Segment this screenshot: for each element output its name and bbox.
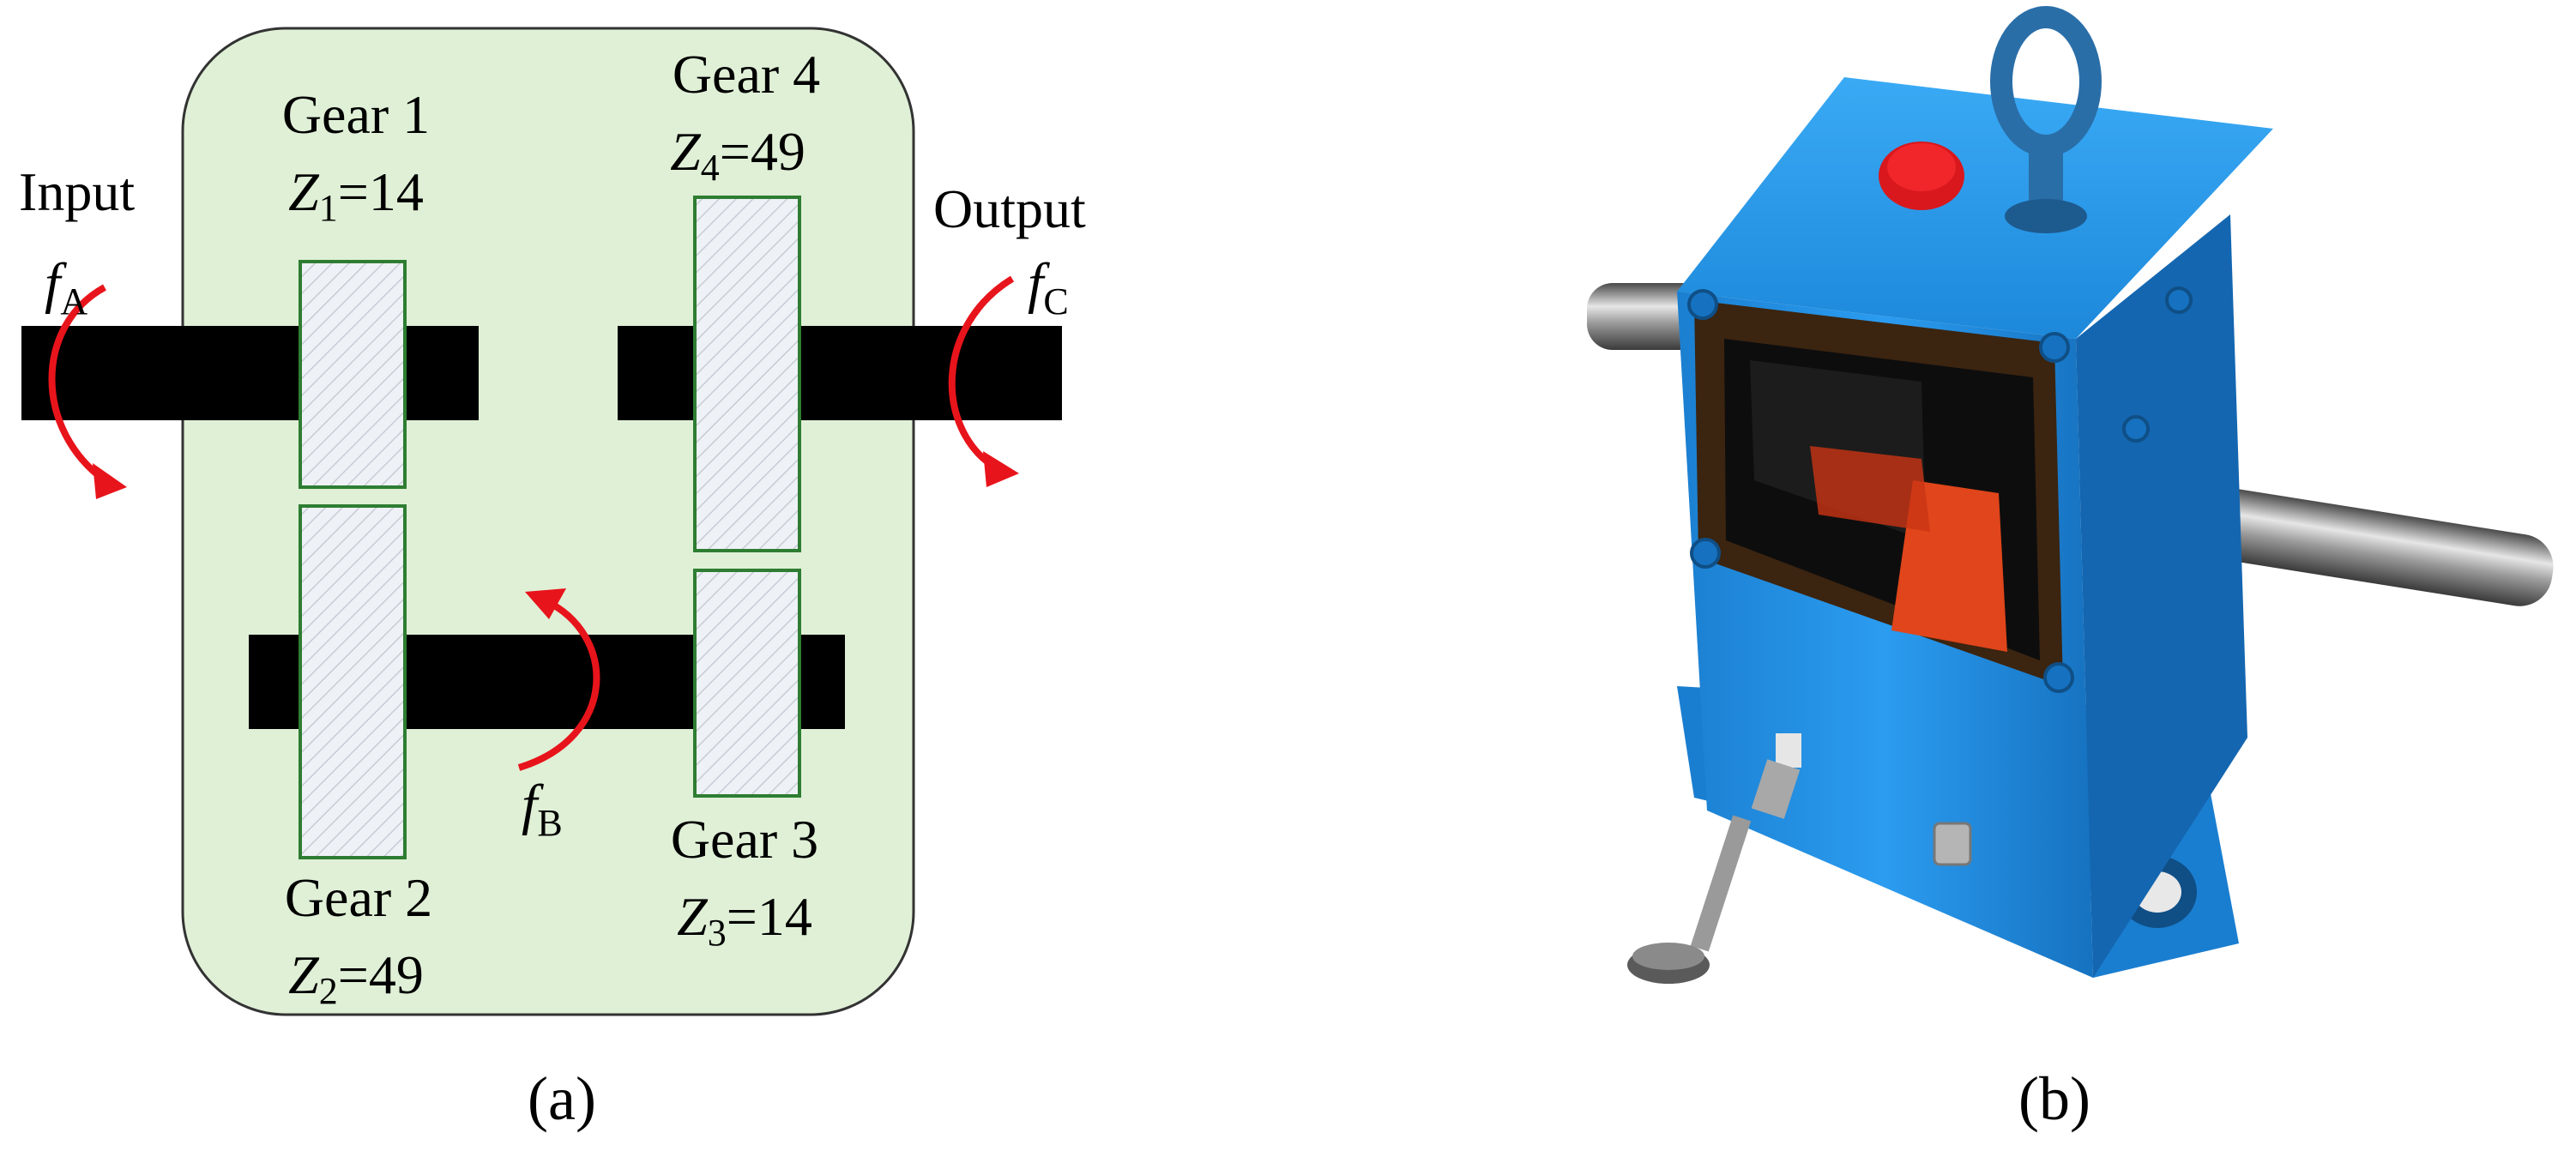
drain-valve-illustration (1627, 733, 1801, 984)
freq-output-label: fC (1028, 252, 1069, 322)
gear-2-teeth: Z2=49 (288, 944, 424, 1012)
right-shaft-illustration (2162, 482, 2554, 606)
input-label: Input (19, 161, 135, 222)
gear-3 (693, 569, 801, 798)
output-label: Output (933, 178, 1086, 239)
gear-1 (299, 260, 407, 489)
gear-4-teeth: Z4=49 (670, 121, 805, 189)
gear-3-teeth: Z3=14 (677, 886, 812, 954)
input-rotation-arrow (48, 284, 127, 499)
gear-4 (693, 196, 801, 552)
gearbox-photo: (b) (1587, 6, 2554, 1133)
panel-b-label: (b) (2018, 1064, 2090, 1133)
lifting-eye-illustration (1990, 6, 2102, 233)
gear-3-name: Gear 3 (671, 809, 818, 870)
input-shaft (21, 326, 479, 420)
gear-2-name: Gear 2 (285, 867, 432, 928)
freq-input-label: fA (45, 252, 87, 322)
output-rotation-arrow (948, 275, 1019, 487)
freq-intermediate-label: fB (522, 774, 563, 844)
gear-1-name: Gear 1 (282, 84, 430, 145)
gear-2 (299, 504, 407, 859)
output-shaft (618, 326, 1062, 420)
intermediate-rotation-arrow (517, 588, 600, 771)
panel-a-label: (a) (528, 1064, 596, 1133)
schematic-panel: Input Output fA fC fB Gear 1 Z1=14 Gear … (19, 27, 1086, 1133)
gear-4-name: Gear 4 (673, 44, 820, 105)
gear-1-teeth: Z1=14 (288, 161, 424, 229)
